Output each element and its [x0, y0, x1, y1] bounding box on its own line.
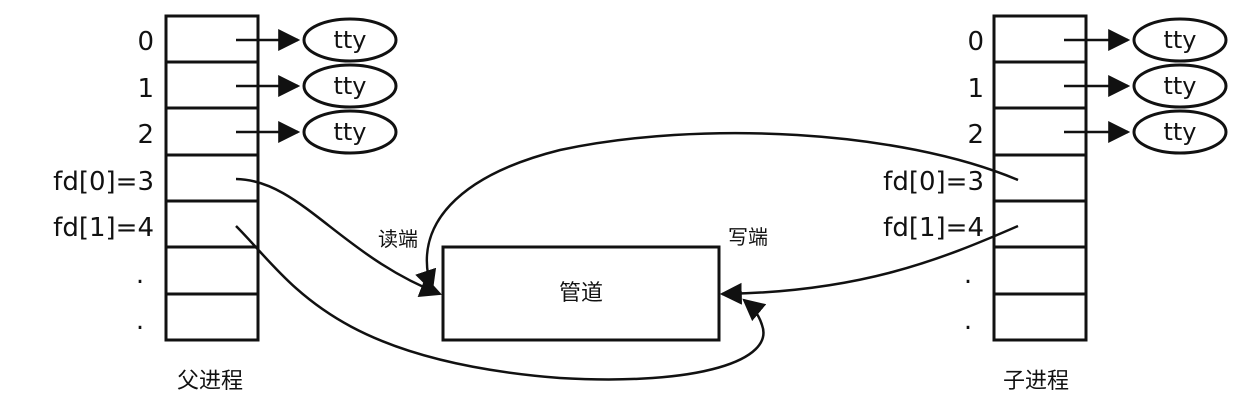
- child-fd-label-4: fd[1]=4: [883, 213, 984, 243]
- child-read-connector: [415, 131, 1019, 293]
- parent-tty-node-2: [302, 109, 398, 155]
- pipe-read-end-label: 读端: [378, 227, 418, 251]
- child-tty-node-0: [1132, 17, 1228, 63]
- child-tty-label-0: tty: [1163, 26, 1196, 54]
- parent-write-connector: [235, 225, 767, 381]
- parent-fd-label-4: fd[1]=4: [53, 213, 154, 243]
- parent-fd-table: [164, 14, 260, 342]
- child-tty-node-2: [1132, 109, 1228, 155]
- child-write-connector: [719, 224, 1019, 305]
- child-fd-label-dots: .: [964, 306, 972, 336]
- child-fd-label-0: 0: [967, 27, 984, 57]
- child-fd-label-2: 2: [967, 120, 984, 150]
- parent-fd-label-0: 0: [137, 27, 154, 57]
- pipe-label: 管道: [559, 281, 603, 306]
- child-tty-label-2: tty: [1163, 118, 1196, 146]
- parent-tty-node-1: [302, 63, 398, 109]
- parent-read-connector: [235, 177, 443, 298]
- parent-fd-label-dots: .: [136, 260, 144, 290]
- parent-fd-label-1: 1: [137, 74, 154, 104]
- child-tty-label-1: tty: [1163, 72, 1196, 100]
- child-process-title: 子进程: [1003, 369, 1069, 394]
- parent-tty-label-0: tty: [333, 26, 366, 54]
- child-fd-label-3: fd[0]=3: [883, 167, 984, 197]
- parent-process-title: 父进程: [177, 369, 243, 394]
- pipe-write-end-label: 写端: [728, 225, 768, 249]
- parent-process: 0 1 2 fd[0]=3 fd[1]=4 . . tty tty tty 父进…: [53, 14, 398, 394]
- child-process: 0 1 2 fd[0]=3 fd[1]=4 . . tty tty tty 子进…: [883, 14, 1228, 394]
- child-fd-label-dots: .: [964, 260, 972, 290]
- child-fd-table-border: [992, 14, 1088, 342]
- child-fd-table: [992, 14, 1088, 342]
- parent-tty-node-0: [302, 17, 398, 63]
- pipe-box: [441, 245, 721, 342]
- parent-fd-table-border: [164, 14, 260, 342]
- parent-fd-label-2: 2: [137, 120, 154, 150]
- parent-tty-label-2: tty: [333, 118, 366, 146]
- pipe: 管道 读端 写端: [378, 225, 768, 342]
- child-tty-node-1: [1132, 63, 1228, 109]
- parent-fd-label-3: fd[0]=3: [53, 167, 154, 197]
- parent-fd-label-dots: .: [136, 306, 144, 336]
- parent-tty-label-1: tty: [333, 72, 366, 100]
- child-fd-label-1: 1: [967, 74, 984, 104]
